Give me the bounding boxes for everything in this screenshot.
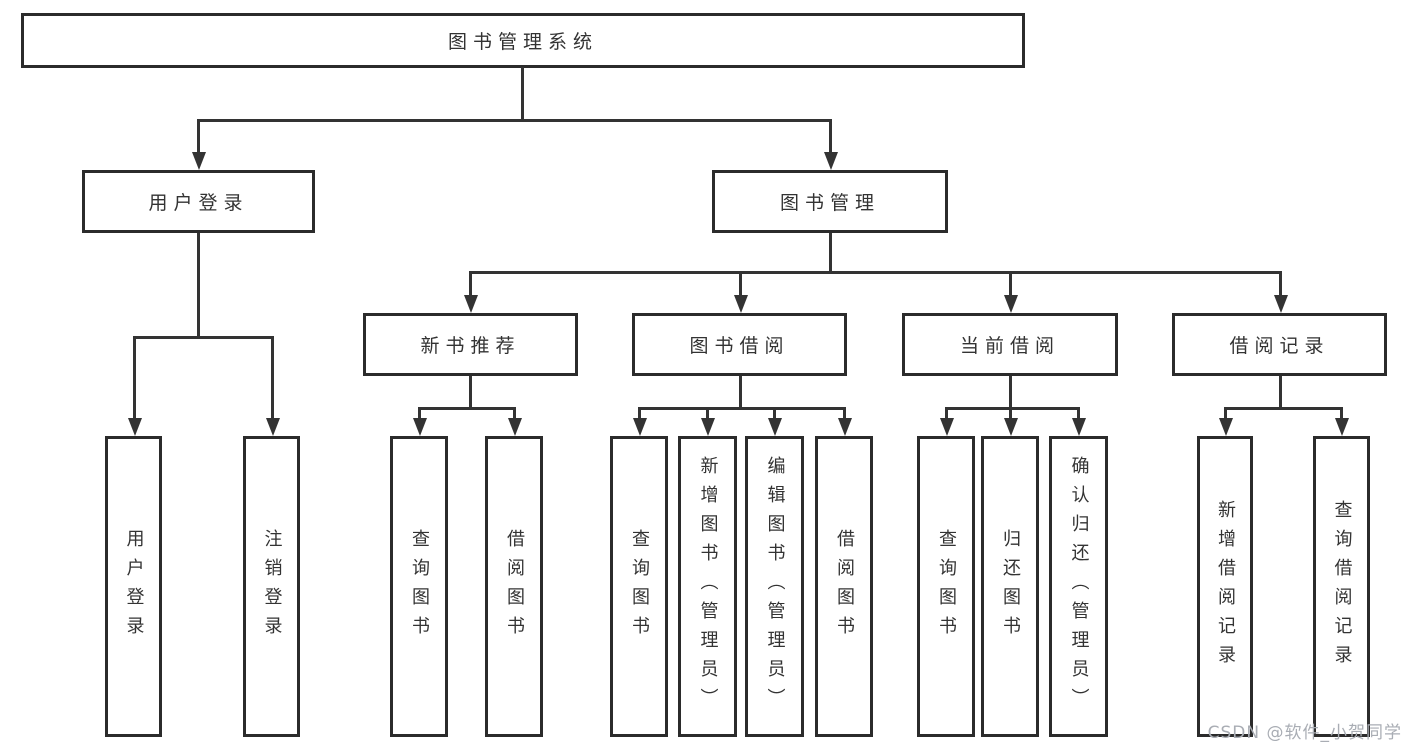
edge-arrow (1224, 407, 1227, 418)
node-label: 当前借阅 (959, 335, 1060, 357)
node-label: 确认归还（管理员） (1068, 456, 1090, 717)
edge-arrow (829, 119, 832, 152)
edge-arrow (773, 407, 776, 418)
edge-line (521, 67, 524, 119)
edge-arrow (271, 336, 274, 418)
edge-arrow (197, 119, 200, 152)
node-label: 借阅图书 (834, 528, 855, 645)
node-label: 归还图书 (1000, 528, 1021, 645)
leaf-query-books-recommend: 查询图书 (390, 436, 448, 737)
edge-arrow (706, 407, 709, 418)
node-label: 用户登录 (148, 192, 249, 214)
edge-arrow (418, 407, 421, 418)
edge-arrow (1340, 407, 1343, 418)
node-library-management-system: 图书管理系统 (21, 13, 1025, 68)
edge-arrow (638, 407, 641, 418)
node-label: 用户登录 (123, 528, 145, 645)
leaf-add-books-admin: 新增图书（管理员） (678, 436, 737, 737)
leaf-add-borrow-record: 新增借阅记录 (1197, 436, 1253, 737)
leaf-borrow-books: 借阅图书 (815, 436, 873, 737)
leaf-query-books-current: 查询图书 (917, 436, 975, 737)
edge-arrow (1009, 407, 1012, 418)
node-label: 查询图书 (936, 528, 957, 645)
edge-line (829, 233, 832, 271)
edge-arrow (739, 271, 742, 295)
node-label: 新增借阅记录 (1215, 499, 1236, 674)
leaf-return-books: 归还图书 (981, 436, 1039, 737)
edge-line (739, 376, 742, 407)
edge-arrow (1077, 407, 1080, 418)
edge-arrow (513, 407, 516, 418)
edge-line (638, 407, 845, 410)
edge-line (418, 407, 516, 410)
node-book-borrowing: 图书借阅 (632, 313, 847, 376)
edge-line (1224, 407, 1343, 410)
edge-arrow (1279, 271, 1282, 295)
node-label: 查询图书 (629, 528, 650, 645)
node-label: 查询图书 (409, 528, 430, 645)
edge-line (197, 119, 832, 122)
edge-line (1279, 376, 1282, 407)
leaf-query-books-borrowing: 查询图书 (610, 436, 668, 737)
node-label: 图书管理系统 (447, 31, 598, 53)
node-borrowing-records: 借阅记录 (1172, 313, 1387, 376)
edge-line (197, 233, 200, 336)
leaf-user-login: 用户登录 (105, 436, 162, 737)
edge-arrow (843, 407, 846, 418)
node-user-login: 用户登录 (82, 170, 315, 233)
node-label: 新增图书（管理员） (697, 456, 719, 717)
node-label: 新书推荐 (420, 335, 521, 357)
edge-arrow (469, 271, 472, 295)
node-label: 注销登录 (261, 528, 283, 645)
leaf-confirm-return-admin: 确认归还（管理员） (1049, 436, 1108, 737)
node-label: 查询借阅记录 (1331, 499, 1353, 674)
node-label: 图书管理 (779, 192, 880, 214)
edge-line (133, 336, 274, 339)
edge-line (945, 407, 1080, 410)
node-label: 借阅记录 (1229, 335, 1330, 357)
edge-arrow (133, 336, 136, 418)
leaf-logout: 注销登录 (243, 436, 300, 737)
node-current-borrowing: 当前借阅 (902, 313, 1118, 376)
edge-line (1009, 376, 1012, 407)
edge-line (469, 376, 472, 407)
edge-arrow (1009, 271, 1012, 295)
node-label: 编辑图书（管理员） (764, 456, 786, 717)
csdn-watermark: CSDN @软件_小贺同学 (1207, 723, 1402, 743)
leaf-query-borrow-record: 查询借阅记录 (1313, 436, 1370, 737)
node-label: 图书借阅 (689, 335, 790, 357)
leaf-borrow-books-recommend: 借阅图书 (485, 436, 543, 737)
node-label: 借阅图书 (504, 528, 525, 645)
node-book-management: 图书管理 (712, 170, 948, 233)
leaf-edit-books-admin: 编辑图书（管理员） (745, 436, 804, 737)
node-new-book-recommendation: 新书推荐 (363, 313, 578, 376)
edge-line (469, 271, 1282, 274)
edge-arrow (945, 407, 948, 418)
